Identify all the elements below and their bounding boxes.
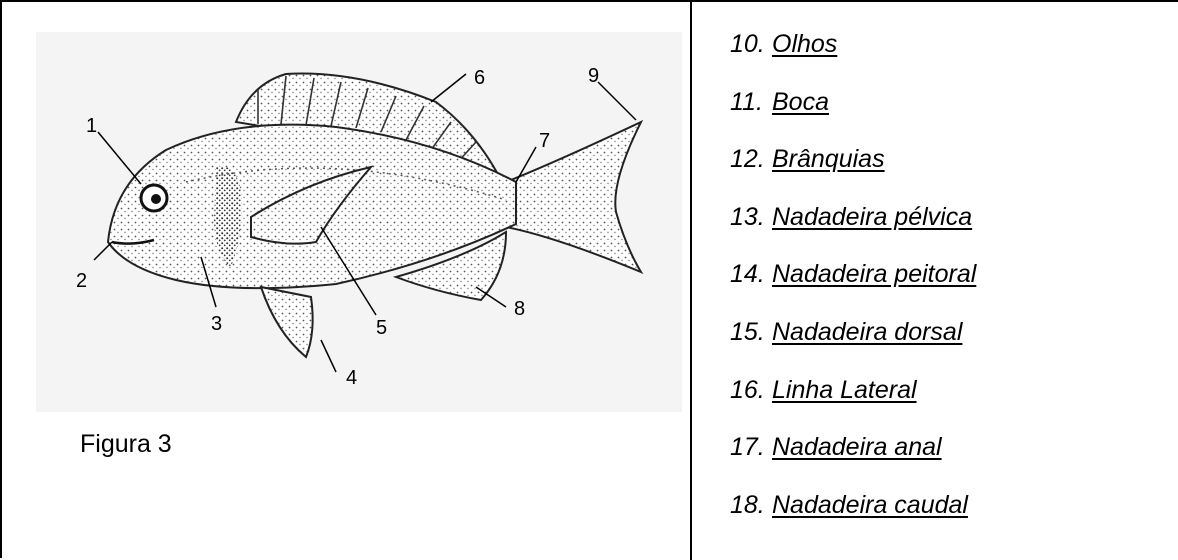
legend-item: 14.Nadadeira peitoral xyxy=(730,260,976,318)
legend-label: Nadadeira pélvica xyxy=(772,203,972,231)
legend-label: Olhos xyxy=(772,30,837,58)
callout-6: 6 xyxy=(474,67,485,89)
legend-item: 17.Nadadeira anal xyxy=(730,433,976,491)
legend-number: 12. xyxy=(730,145,772,174)
fish-drawing: 1 2 3 4 5 6 7 8 9 xyxy=(36,32,682,412)
legend-label: Nadadeira dorsal xyxy=(772,318,962,346)
callout-2: 2 xyxy=(76,270,87,292)
legend-item: 11.Boca xyxy=(730,88,976,146)
legend-item: 13.Nadadeira pélvica xyxy=(730,203,976,261)
callout-3: 3 xyxy=(211,313,222,335)
fish-illustration: 1 2 3 4 5 6 7 8 9 xyxy=(36,32,682,412)
legend-number: 14. xyxy=(730,260,772,289)
legend-number: 16. xyxy=(730,376,772,405)
callout-1: 1 xyxy=(86,115,97,137)
legend-number: 11. xyxy=(730,88,772,117)
pupil xyxy=(151,194,161,204)
legend-item: 16.Linha Lateral xyxy=(730,376,976,434)
legend-list: 10.Olhos 11.Boca 12.Brânquias 13.Nadadei… xyxy=(730,30,976,548)
legend-label: Nadadeira anal xyxy=(772,433,942,461)
figure-cell: 1 2 3 4 5 6 7 8 9 Figura 3 xyxy=(2,2,690,558)
legend-number: 10. xyxy=(730,30,772,59)
figure-caption: Figura 3 xyxy=(80,430,172,459)
legend-label: Linha Lateral xyxy=(772,376,917,404)
legend-number: 15. xyxy=(730,318,772,347)
callout-5: 5 xyxy=(376,317,387,339)
legend-number: 17. xyxy=(730,433,772,462)
legend-label: Boca xyxy=(772,88,829,116)
legend-item: 10.Olhos xyxy=(730,30,976,88)
legend-item: 12.Brânquias xyxy=(730,145,976,203)
legend-number: 18. xyxy=(730,491,772,520)
legend-label: Brânquias xyxy=(772,145,885,173)
legend-number: 13. xyxy=(730,203,772,232)
legend-label: Nadadeira caudal xyxy=(772,491,968,519)
callout-4: 4 xyxy=(346,367,357,389)
legend-cell: 10.Olhos 11.Boca 12.Brânquias 13.Nadadei… xyxy=(692,2,1178,558)
callout-7: 7 xyxy=(539,130,550,152)
legend-label: Nadadeira peitoral xyxy=(772,260,976,288)
pelvic-fin xyxy=(261,287,313,357)
callout-9: 9 xyxy=(588,65,599,87)
callout-8: 8 xyxy=(514,298,525,320)
caudal-fin xyxy=(506,122,641,272)
legend-item: 18.Nadadeira caudal xyxy=(730,491,976,549)
legend-item: 15.Nadadeira dorsal xyxy=(730,318,976,376)
